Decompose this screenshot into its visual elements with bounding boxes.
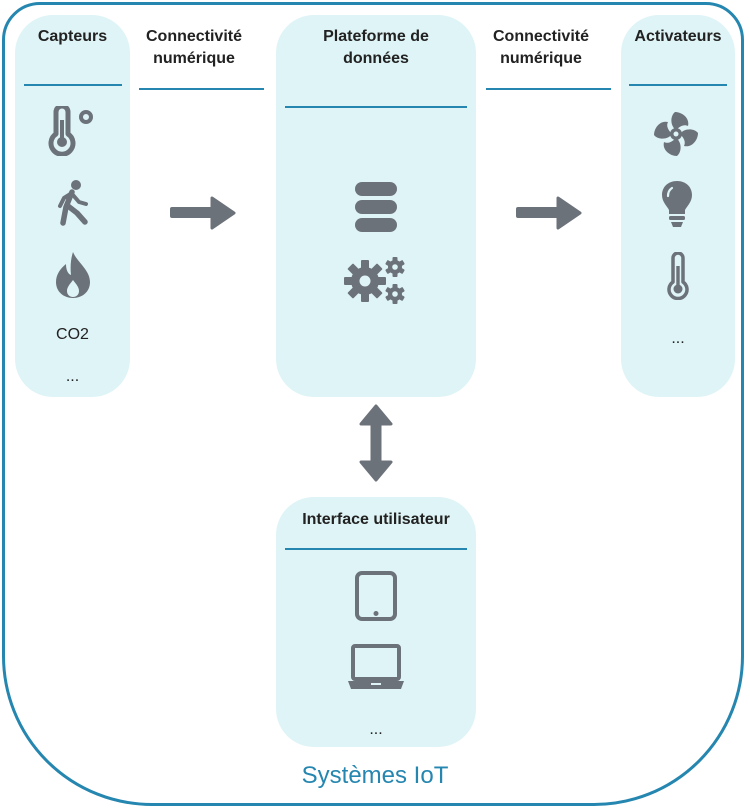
connectivity-left-rule	[139, 88, 264, 90]
gears-icon	[344, 257, 405, 304]
actuators-title-rule	[629, 84, 727, 86]
platform-title-rule	[285, 106, 467, 108]
actuators-title: Activateurs	[634, 28, 722, 45]
fan-icon	[654, 112, 698, 156]
laptop-icon	[348, 644, 404, 689]
sensors-title-rule	[24, 84, 122, 86]
platform-title: Plateforme de données	[323, 28, 429, 67]
user-interface-title-rule	[285, 548, 467, 550]
sensors-more: ...	[65, 368, 80, 385]
connectivity-right-label: Connectivité numérique	[492, 28, 589, 67]
walking-person-icon	[58, 180, 88, 226]
arrow-right-icon	[516, 196, 582, 230]
iot-systems-label: Systèmes IoT	[301, 762, 449, 789]
co2-label: CO2	[56, 326, 89, 343]
connectivity-right-rule	[486, 88, 611, 90]
iot-system-frame	[2, 2, 744, 806]
thermometer-icon	[667, 252, 689, 300]
lightbulb-icon	[662, 181, 692, 227]
arrow-right-icon	[170, 196, 236, 230]
flame-icon	[56, 252, 90, 298]
thermometer-degree-icon	[48, 106, 93, 156]
tablet-icon	[355, 571, 397, 621]
database-icon	[355, 182, 397, 232]
sensors-panel	[15, 15, 130, 397]
user-interface-title: Interface utilisateur	[302, 511, 450, 528]
actuators-more: ...	[671, 330, 685, 347]
connectivity-left-label: Connectivité numérique	[145, 28, 242, 67]
bidirectional-arrow-icon	[359, 404, 393, 482]
sensors-title: Capteurs	[37, 28, 108, 45]
user-interface-panel	[276, 497, 476, 747]
user-interface-more: ...	[369, 721, 383, 738]
